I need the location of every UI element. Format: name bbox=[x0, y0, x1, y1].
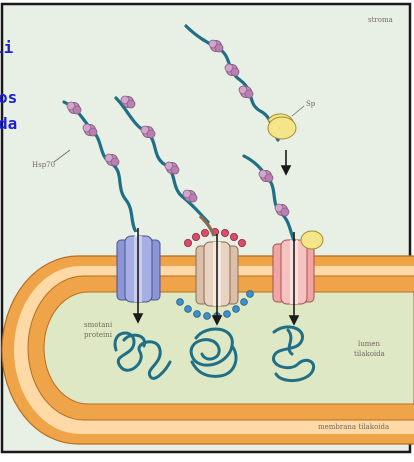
label-membrane: membrana tilakoida bbox=[318, 423, 389, 431]
label-sp: Sp bbox=[306, 100, 316, 108]
overlay-text-2: os bbox=[0, 88, 17, 107]
label-stroma: stroma bbox=[368, 16, 393, 24]
label-hsp70: Hsp70 bbox=[32, 161, 55, 169]
label-lumen-line1: lumen bbox=[358, 340, 381, 348]
thylakoid-lumen bbox=[44, 292, 414, 404]
label-unfolded-line1: smotani bbox=[84, 321, 113, 329]
chain-1-tip bbox=[136, 232, 137, 236]
label-lumen-line2: tilakoida bbox=[354, 350, 385, 358]
overlay-text-1: li bbox=[0, 38, 13, 57]
label-unfolded-line2: proteini bbox=[84, 331, 113, 339]
overlay-text-3: da bbox=[0, 114, 17, 133]
sp-protein-bound bbox=[301, 231, 323, 249]
